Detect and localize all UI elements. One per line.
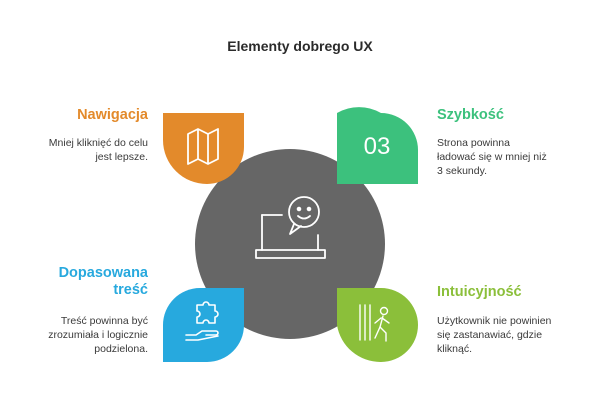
- leaf-intuicyjnosc: [337, 288, 418, 363]
- leaf-nawigacja: [163, 113, 244, 184]
- dopasowana-tresc-heading: Dopasowana treść: [58, 265, 148, 298]
- diagram-title: Elementy dobrego UX: [227, 38, 373, 54]
- walking-person-icon: [359, 304, 390, 342]
- puzzle-hand-icon: [185, 301, 219, 341]
- number-03-icon: 03: [364, 133, 391, 160]
- szybkosc-description: Strona powinna ładować się w mniej niż 3…: [437, 137, 547, 177]
- map-icon: [187, 128, 219, 165]
- dopasowana-tresc-description: Treść powinna być zrozumiała i logicznie…: [48, 315, 148, 355]
- laptop-chat-icon: [255, 196, 326, 259]
- leaf-szybkosc: [337, 107, 418, 184]
- nawigacja-description: Mniej kliknięć do celu jest lepsze.: [48, 137, 148, 163]
- szybkosc-heading: Szybkość: [437, 107, 504, 123]
- nawigacja-heading: Nawigacja: [77, 107, 148, 123]
- intuicyjnosc-heading: Intuicyjność: [437, 284, 522, 300]
- intuicyjnosc-description: Użytkownik nie powinien się zastanawiać,…: [437, 315, 552, 355]
- leaf-dopasowana-tresc: [163, 288, 244, 362]
